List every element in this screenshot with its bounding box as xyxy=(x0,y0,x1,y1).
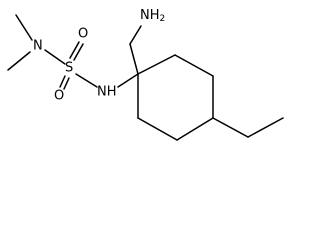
atom-o-bottom: O xyxy=(54,89,64,104)
atom-nh2: NH2 xyxy=(140,8,165,25)
bond-ethyl-ch3 xyxy=(247,117,284,138)
atom-nh: NH xyxy=(97,85,117,100)
atom-n-dimethyl: N xyxy=(33,39,43,54)
bond-n-s xyxy=(44,49,66,65)
bond-s-o-bottom-1 xyxy=(59,75,66,88)
bond-ch2-nh2 xyxy=(129,25,142,45)
ring-bond-2 xyxy=(174,54,214,77)
bond-nh-c1 xyxy=(117,73,139,88)
ring-bond-1 xyxy=(137,54,176,75)
atom-nh2-base: NH xyxy=(140,8,160,23)
bond-ring-ethyl-ch2 xyxy=(212,117,249,138)
atom-o-top: O xyxy=(78,27,88,42)
bond-s-nh xyxy=(75,73,98,88)
bond-methyl-top-n xyxy=(15,14,33,41)
bond-s-o-bottom-2 xyxy=(63,77,70,90)
ring-bond-5 xyxy=(137,117,178,141)
bonds xyxy=(7,14,284,141)
bond-c1-ch2 xyxy=(129,43,139,75)
bond-methyl-bottom-n xyxy=(7,51,31,71)
bond-s-o-top-2 xyxy=(73,43,84,61)
atom-s: S xyxy=(65,61,73,76)
molecule-structure: N S O O NH NH2 xyxy=(7,8,284,141)
bond-s-o-top-1 xyxy=(69,41,80,59)
ring-bond-4 xyxy=(176,117,214,141)
atom-nh2-subscript: 2 xyxy=(160,14,166,24)
atom-labels: N S O O NH NH2 xyxy=(33,8,165,104)
